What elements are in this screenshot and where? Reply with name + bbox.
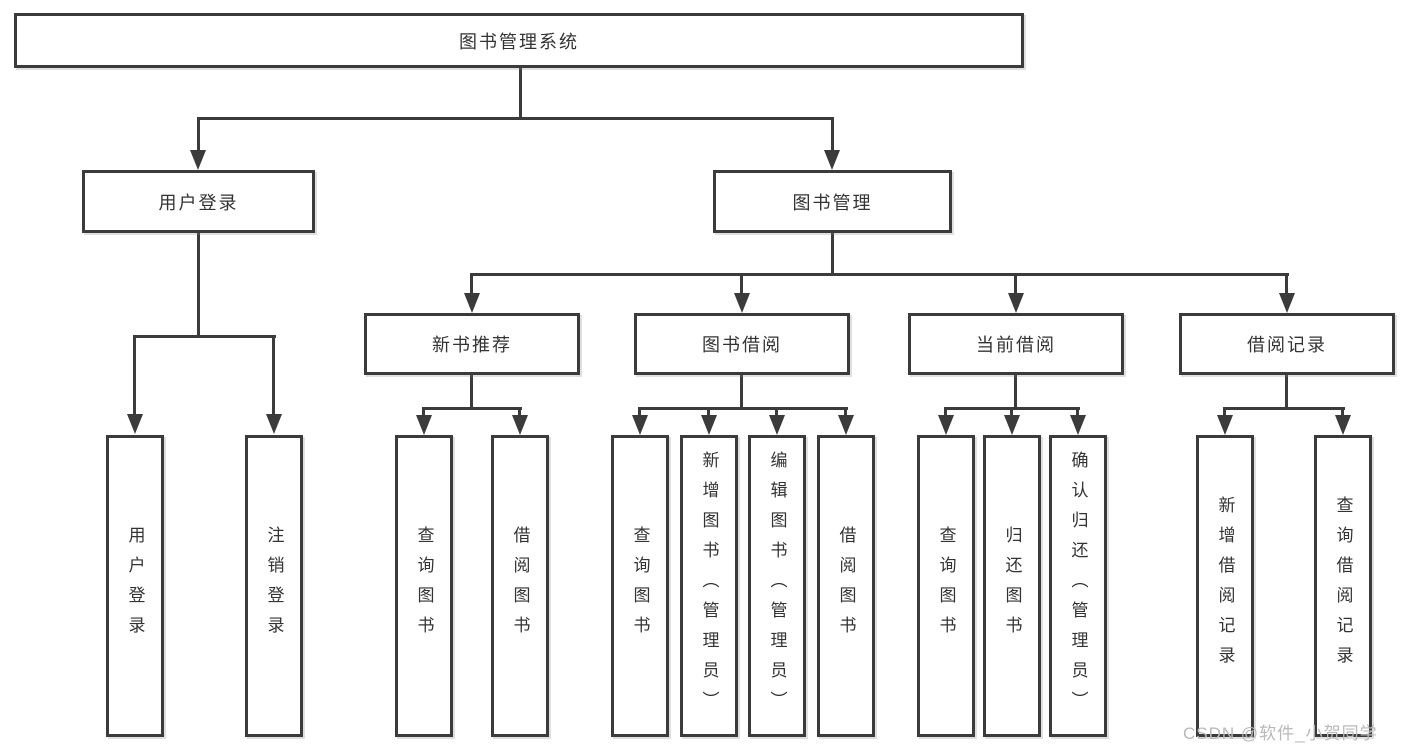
- arrowhead-down-icon: [1008, 293, 1024, 313]
- connector-line: [1285, 375, 1288, 410]
- node-label: 借阅记录: [1247, 335, 1327, 355]
- connector-line: [944, 407, 947, 417]
- node-current-borrowing: 当前借阅: [908, 313, 1124, 375]
- arrowhead-down-icon: [127, 414, 143, 434]
- leaf-confirm-return-admin: 确认归还（管理员）: [1049, 435, 1107, 737]
- leaf-borrow-books-1: 借阅图书: [491, 435, 549, 737]
- connector-line: [272, 335, 275, 414]
- node-label: 图书借阅: [702, 335, 782, 355]
- arrowhead-down-icon: [1070, 415, 1086, 435]
- node-label: 新增图书（管理员）: [699, 451, 719, 721]
- connector-line: [133, 335, 276, 338]
- connector-line: [197, 117, 834, 120]
- leaf-logout: 注销登录: [245, 435, 303, 737]
- connector-line: [519, 67, 522, 118]
- arrowhead-down-icon: [416, 415, 432, 435]
- connector-line: [133, 335, 136, 414]
- arrowhead-down-icon: [266, 414, 282, 434]
- leaf-return-book: 归还图书: [983, 435, 1041, 737]
- node-borrowing-records: 借阅记录: [1179, 313, 1395, 375]
- arrowhead-down-icon: [1004, 415, 1020, 435]
- node-label: 借阅图书: [510, 526, 530, 646]
- node-label: 归还图书: [1002, 526, 1022, 646]
- arrowhead-down-icon: [838, 415, 854, 435]
- leaf-edit-book-admin: 编辑图书（管理员）: [748, 435, 806, 737]
- connector-line: [638, 407, 641, 417]
- node-book-management: 图书管理: [713, 170, 952, 233]
- leaf-add-borrowing-record: 新增借阅记录: [1196, 435, 1254, 737]
- connector-line: [470, 273, 473, 295]
- connector-line: [844, 407, 847, 417]
- node-label: 借阅图书: [836, 526, 856, 646]
- node-label: 查询图书: [936, 526, 956, 646]
- connector-line: [422, 407, 425, 417]
- node-label: 图书管理系统: [459, 31, 579, 52]
- connector-line: [707, 407, 710, 417]
- node-label: 查询借阅记录: [1333, 496, 1353, 676]
- node-label: 编辑图书（管理员）: [767, 451, 787, 721]
- arrowhead-down-icon: [769, 415, 785, 435]
- node-library-management-system: 图书管理系统: [14, 13, 1024, 68]
- arrowhead-down-icon: [190, 150, 206, 170]
- node-label: 用户登录: [158, 192, 239, 213]
- node-label: 确认归还（管理员）: [1068, 451, 1088, 721]
- node-book-borrowing: 图书借阅: [634, 313, 850, 375]
- arrowhead-down-icon: [1335, 415, 1351, 435]
- connector-line: [775, 407, 778, 417]
- connector-line: [1014, 375, 1017, 410]
- arrowhead-down-icon: [701, 415, 717, 435]
- node-label: 新书推荐: [432, 335, 512, 355]
- node-label: 图书管理: [792, 192, 873, 213]
- csdn-watermark: CSDN @软件_小贺同学: [1183, 724, 1378, 743]
- node-label: 当前借阅: [976, 335, 1056, 355]
- connector-line: [831, 117, 834, 151]
- connector-line: [1341, 407, 1344, 417]
- leaf-user-login: 用户登录: [106, 435, 164, 737]
- node-label: 新增借阅记录: [1215, 496, 1235, 676]
- connector-line: [740, 273, 743, 295]
- connector-line: [1014, 273, 1017, 295]
- leaf-add-book-admin: 新增图书（管理员）: [680, 435, 738, 737]
- node-label: 用户登录: [125, 526, 145, 646]
- leaf-query-books-3: 查询图书: [917, 435, 975, 737]
- arrowhead-down-icon: [632, 415, 648, 435]
- leaf-borrow-books-2: 借阅图书: [817, 435, 875, 737]
- leaf-query-books-2: 查询图书: [611, 435, 669, 737]
- connector-line: [518, 407, 521, 417]
- arrowhead-down-icon: [1217, 415, 1233, 435]
- arrowhead-down-icon: [938, 415, 954, 435]
- connector-line: [470, 375, 473, 410]
- arrowhead-down-icon: [512, 415, 528, 435]
- connector-line: [638, 407, 848, 410]
- node-label: 注销登录: [264, 526, 284, 646]
- connector-line: [831, 233, 834, 276]
- arrowhead-down-icon: [464, 293, 480, 313]
- connector-line: [197, 233, 200, 338]
- connector-line: [1223, 407, 1345, 410]
- leaf-query-borrowing-record: 查询借阅记录: [1314, 435, 1372, 737]
- node-label: 查询图书: [414, 526, 434, 646]
- connector-line: [1010, 407, 1013, 417]
- connector-line: [1285, 273, 1288, 295]
- arrowhead-down-icon: [734, 293, 750, 313]
- connector-line: [1223, 407, 1226, 417]
- arrowhead-down-icon: [1279, 293, 1295, 313]
- connector-line: [740, 375, 743, 410]
- leaf-query-books-1: 查询图书: [395, 435, 453, 737]
- connector-line: [422, 407, 522, 410]
- connector-line: [197, 117, 200, 151]
- node-label: 查询图书: [630, 526, 650, 646]
- node-user-login: 用户登录: [82, 170, 315, 233]
- connector-line: [470, 273, 1289, 276]
- connector-line: [1076, 407, 1079, 417]
- node-new-book-recommendation: 新书推荐: [364, 313, 580, 375]
- arrowhead-down-icon: [824, 150, 840, 170]
